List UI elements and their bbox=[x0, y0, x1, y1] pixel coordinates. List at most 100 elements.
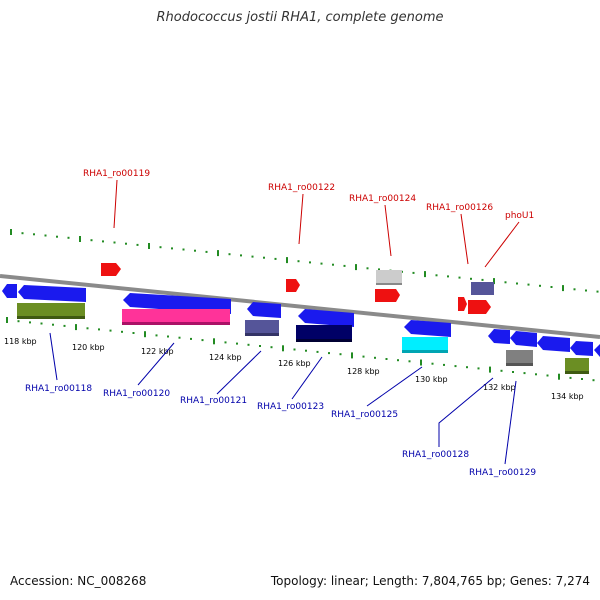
gene-feature-shadow bbox=[506, 363, 533, 366]
gene-feature[interactable] bbox=[376, 270, 402, 283]
gene-arrow[interactable] bbox=[510, 331, 537, 347]
gene-arrow[interactable] bbox=[375, 289, 400, 302]
scale-tick bbox=[282, 345, 284, 352]
scale-tick bbox=[259, 345, 261, 347]
gene-label[interactable]: RHA1_ro00122 bbox=[268, 183, 335, 193]
gene-arrow[interactable] bbox=[594, 344, 600, 357]
scale-tick-label: 130 kbp bbox=[415, 375, 448, 384]
gene-arrow[interactable] bbox=[123, 293, 231, 314]
gene-feature-shadow bbox=[376, 283, 402, 285]
scale-tick bbox=[56, 235, 58, 238]
gene-label[interactable]: RHA1_ro00121 bbox=[180, 396, 247, 406]
gene-label[interactable]: RHA1_ro00119 bbox=[83, 169, 150, 179]
gene-arrow[interactable] bbox=[298, 309, 354, 327]
scale-tick bbox=[121, 330, 123, 333]
genome-summary: Topology: linear; Length: 7,804,765 bp; … bbox=[270, 574, 590, 588]
scale-tick-label: 122 kbp bbox=[141, 347, 174, 356]
gene-feature[interactable] bbox=[402, 337, 448, 350]
gene-label[interactable]: RHA1_ro00124 bbox=[349, 194, 416, 204]
reverse-scale-line bbox=[6, 317, 595, 382]
gene-label[interactable]: RHA1_ro00123 bbox=[257, 402, 324, 412]
scale-tick bbox=[596, 290, 599, 293]
gene-arrow[interactable] bbox=[404, 320, 451, 337]
gene-arrow[interactable] bbox=[488, 329, 510, 344]
scale-tick bbox=[535, 373, 537, 376]
scale-tick bbox=[397, 359, 399, 362]
scale-tick bbox=[263, 256, 265, 259]
gene-arrow[interactable] bbox=[247, 302, 281, 318]
leader-line bbox=[384, 204, 392, 257]
reverse-features bbox=[2, 284, 600, 374]
gene-feature[interactable] bbox=[122, 309, 230, 322]
gene-arrow[interactable] bbox=[570, 341, 593, 356]
gene-arrow[interactable] bbox=[458, 297, 467, 311]
leader-line bbox=[298, 193, 304, 245]
scale-tick bbox=[500, 369, 503, 372]
scale-tick bbox=[546, 374, 549, 377]
scale-tick bbox=[293, 348, 296, 351]
gene-label[interactable]: RHA1_ro00129 bbox=[469, 468, 536, 478]
scale-tick bbox=[213, 338, 215, 345]
gene-arrow[interactable] bbox=[468, 300, 491, 314]
scale-tick bbox=[251, 255, 254, 258]
scale-tick bbox=[424, 271, 426, 278]
gene-arrow[interactable] bbox=[2, 284, 17, 298]
scale-tick bbox=[493, 278, 495, 285]
gene-feature[interactable] bbox=[17, 303, 85, 316]
leader-line bbox=[484, 221, 520, 268]
scale-tick bbox=[539, 284, 541, 287]
gene-feature-shadow bbox=[296, 339, 352, 342]
leader-line bbox=[366, 366, 423, 407]
scale-tick bbox=[113, 241, 116, 244]
scale-tick bbox=[90, 239, 93, 242]
gene-arrow[interactable] bbox=[537, 336, 570, 352]
scale-tick bbox=[144, 331, 146, 338]
scale-tick bbox=[86, 327, 89, 330]
scale-tick bbox=[466, 366, 468, 369]
scale-tick-label: 118 kbp bbox=[4, 337, 37, 346]
gene-label[interactable]: phoU1 bbox=[505, 211, 534, 221]
scale-tick bbox=[182, 248, 185, 251]
scale-labels: 118 kbp 120 kbp 122 kbp 124 kbp 126 kbp … bbox=[4, 337, 584, 401]
scale-tick bbox=[155, 334, 158, 337]
map-title: Rhodococcus jostii RHA1, complete genome bbox=[156, 10, 444, 25]
scale-tick bbox=[79, 236, 81, 242]
accession-text: Accession: NC_008268 bbox=[10, 574, 147, 588]
gene-feature[interactable] bbox=[245, 320, 279, 333]
scale-tick bbox=[316, 350, 319, 353]
scale-tick bbox=[286, 257, 288, 264]
leader-line bbox=[49, 332, 58, 381]
gene-feature[interactable] bbox=[506, 350, 533, 363]
scale-tick bbox=[412, 271, 415, 274]
scale-tick bbox=[148, 243, 150, 249]
scale-tick bbox=[309, 261, 311, 264]
scale-tick bbox=[67, 236, 70, 239]
gene-feature-shadow bbox=[17, 316, 85, 319]
scale-tick bbox=[516, 282, 518, 285]
scale-tick bbox=[171, 247, 173, 250]
scale-tick bbox=[178, 336, 181, 339]
scale-tick-label: 124 kbp bbox=[209, 353, 242, 362]
scale-tick bbox=[569, 376, 572, 379]
gene-feature[interactable] bbox=[565, 358, 589, 371]
scale-tick bbox=[236, 342, 238, 345]
gene-label[interactable]: RHA1_ro00125 bbox=[331, 410, 398, 420]
scale-tick bbox=[362, 355, 365, 358]
leader-line bbox=[291, 356, 323, 400]
gene-feature[interactable] bbox=[296, 325, 352, 339]
scale-tick bbox=[40, 322, 43, 325]
scale-tick bbox=[512, 371, 514, 373]
gene-label[interactable]: RHA1_ro00120 bbox=[103, 389, 170, 399]
gene-arrow[interactable] bbox=[101, 263, 121, 276]
gene-arrow[interactable] bbox=[286, 279, 300, 292]
gene-label[interactable]: RHA1_ro00126 bbox=[426, 203, 493, 213]
gene-arrow[interactable] bbox=[18, 285, 86, 302]
scale-tick bbox=[240, 254, 242, 257]
gene-feature[interactable] bbox=[471, 282, 494, 295]
scale-tick bbox=[355, 264, 357, 271]
gene-feature-shadow bbox=[402, 350, 448, 353]
gene-label[interactable]: RHA1_ro00118 bbox=[25, 384, 92, 394]
gene-label[interactable]: RHA1_ro00128 bbox=[402, 450, 469, 460]
scale-tick bbox=[63, 324, 66, 327]
leader-line bbox=[113, 179, 118, 229]
